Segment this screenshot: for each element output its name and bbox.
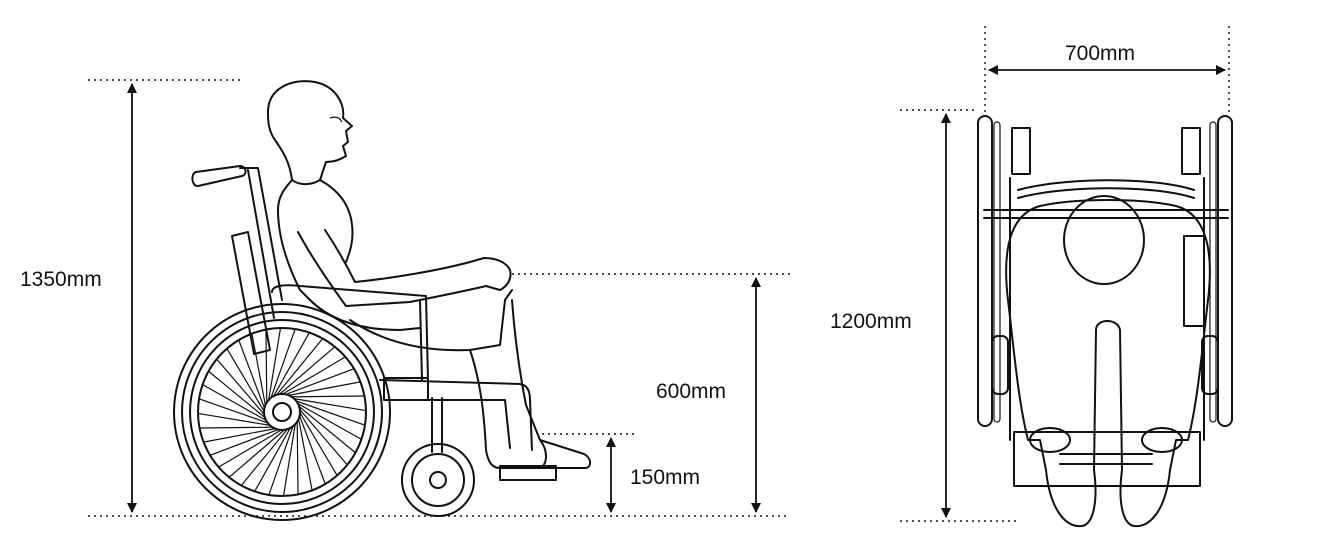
side-dimension-guides xyxy=(88,79,790,517)
label-1350mm: 1350mm xyxy=(20,268,102,291)
top-view-figure xyxy=(977,115,1233,528)
label-600mm: 600mm xyxy=(656,380,726,403)
left-wheel-top xyxy=(977,115,993,427)
backrest-top xyxy=(1017,179,1195,191)
foot-outline xyxy=(499,439,592,469)
label-700mm: 700mm xyxy=(1065,42,1135,65)
arm-outline xyxy=(297,229,512,307)
top-dimension-guides xyxy=(900,26,1230,522)
right-wheel-top xyxy=(1217,115,1233,427)
head-top xyxy=(1063,195,1145,285)
caster-fork xyxy=(431,397,443,453)
head-outline xyxy=(267,80,353,186)
armrest xyxy=(271,284,429,381)
seat-frame xyxy=(379,379,533,451)
label-1200mm: 1200mm xyxy=(830,310,912,333)
label-150mm: 150mm xyxy=(630,466,700,489)
seat-block xyxy=(383,377,429,401)
caster-wheel xyxy=(401,443,475,517)
side-view-figure xyxy=(173,80,592,521)
rear-wheel xyxy=(173,303,391,521)
left-handle-top xyxy=(1011,127,1031,175)
body-top xyxy=(1005,199,1211,528)
footplate xyxy=(499,465,557,481)
push-handle xyxy=(191,165,247,187)
footrest-top xyxy=(1013,431,1201,487)
backrest-frame xyxy=(239,167,283,319)
right-handle-top xyxy=(1181,127,1201,175)
backrest-panel xyxy=(231,231,271,355)
leg-outline xyxy=(349,289,513,352)
